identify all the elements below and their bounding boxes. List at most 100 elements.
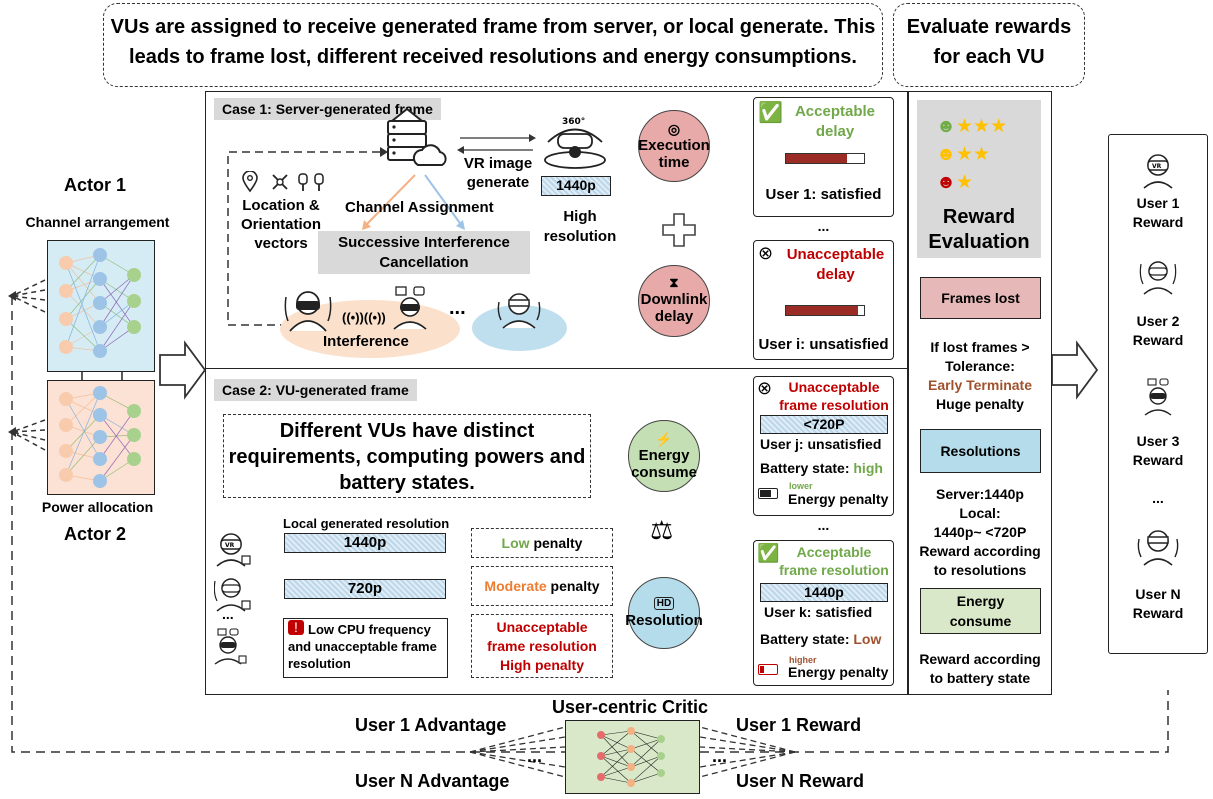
case1-loop-arrowhead	[380, 147, 388, 157]
local-label: Local:	[959, 505, 1001, 521]
low-word: Low	[501, 535, 530, 551]
left-arrowhead-1	[8, 291, 16, 301]
lightning-icon: ⚡	[655, 430, 673, 447]
star-icon-3: ★	[956, 172, 974, 193]
uj-line-2: frame resolution	[779, 397, 889, 413]
left-arrowhead-2	[8, 427, 16, 437]
resolutions-box: Resolutions	[920, 429, 1041, 473]
sad-face-icon: ☻	[936, 172, 956, 193]
case1-mid-dots: ...	[817, 218, 830, 234]
critic-network-box	[565, 720, 700, 794]
energy-line-2: consume	[631, 464, 697, 482]
star-icon-2: ★★	[956, 144, 991, 165]
rew-res-line-1: Reward according	[919, 543, 1041, 559]
resolution-label: Resolution	[625, 612, 703, 630]
case1-res-box: 1440p	[541, 176, 611, 196]
userj-battery-label: Battery state:	[760, 460, 850, 476]
vr-user-icon-2	[393, 286, 427, 330]
high-penalty-box: Unacceptable frame resolution High penal…	[471, 614, 613, 678]
feedback-loop-path	[11, 296, 565, 753]
user2-line-a: User 2	[1136, 313, 1180, 329]
rew-bat-line-1: Reward according	[919, 651, 1041, 667]
critic-dots-right: ...	[712, 746, 728, 766]
warn-line-3: resolution	[288, 656, 351, 671]
user2-line-b: Reward	[1132, 332, 1184, 348]
sic-box: Successive Interference Cancellation	[318, 231, 530, 274]
sic-line-2: Cancellation	[379, 254, 469, 271]
userN-line-a: User N	[1135, 586, 1181, 602]
check-circle-icon-2: ✅	[757, 543, 780, 563]
header-line-2: leads to frame lost, different received …	[129, 46, 857, 68]
vr-user-icon-r3	[1144, 378, 1172, 416]
vr-user-icon-5	[214, 578, 251, 612]
early-terminate: Early Terminate	[927, 377, 1032, 393]
energy-consume-circle: ⚡ Energy consume	[628, 420, 700, 492]
userk-satisfied: User k: satisfied	[764, 604, 873, 620]
down-line-2: delay	[654, 308, 694, 326]
user1-advantage: User 1 Advantage	[355, 715, 507, 735]
rew-bat-line-2: to battery state	[929, 670, 1031, 686]
different-vus-box	[223, 414, 591, 498]
vr-user-icon-6	[214, 628, 247, 665]
user3-line-a: User 3	[1136, 433, 1180, 449]
warning-icon: !	[288, 620, 304, 635]
unacceptable-delay-card	[753, 240, 894, 360]
vr-render-icon: 360°	[544, 117, 606, 169]
huge-penalty: Huge penalty	[936, 396, 1024, 412]
user1-line-b: Reward	[1132, 214, 1184, 230]
case2-vu-dots: ...	[222, 606, 234, 622]
cross-circle-icon: ⊗	[758, 243, 774, 263]
users-dots: ...	[1152, 490, 1164, 506]
high-resolution-label: High resolution	[540, 207, 620, 247]
actor2-neural-network-icon	[59, 386, 141, 488]
reward-title-line-2: Evaluation	[928, 231, 1030, 253]
user1-satisfied: User 1: satisfied	[765, 186, 882, 203]
svg-text:VR: VR	[1152, 163, 1162, 170]
down-line-1: Downlink	[640, 291, 708, 309]
header-text: VUs are assigned to receive generated fr…	[108, 12, 878, 72]
uk-line-1: Acceptable	[796, 544, 872, 560]
vr-user-icon-rn	[1137, 530, 1179, 566]
useri-unsatisfied: User i: unsatisfied	[758, 336, 889, 353]
frames-lost-box: Frames lost	[920, 277, 1041, 319]
actor1-neural-network-icon	[59, 248, 141, 358]
critic-title: User-centric Critic	[551, 697, 709, 717]
userk-card	[753, 540, 894, 686]
signal-icon-1: ((•))((•))	[342, 310, 386, 325]
case1-dashed-loop	[227, 151, 380, 326]
exec-line-2: time	[658, 154, 690, 172]
userN-line-b: Reward	[1132, 605, 1184, 621]
diff-line-1: Different VUs have distinct	[279, 420, 535, 442]
hd-icon: HD	[653, 596, 675, 611]
unacc-p-line-1: Unacceptable	[496, 618, 588, 635]
userj-battery: Battery state: high	[760, 460, 883, 476]
channel-assignment-label: Channel Assignment	[345, 199, 494, 216]
location-pin-icon	[242, 171, 324, 193]
userk-battery-label: Battery state:	[760, 631, 850, 647]
low-penalty-box: Low penalty	[471, 528, 613, 558]
cross-circle-icon-2: ⊗	[757, 378, 773, 398]
header-reward-line-1: Evaluate rewards	[906, 16, 1072, 38]
userN-reward-critic: User N Reward	[736, 771, 865, 791]
downlink-delay-circle: ⧗ Downlink delay	[638, 265, 710, 337]
header-description-box	[103, 3, 883, 87]
svg-text:VR: VR	[225, 542, 235, 549]
userj-res-bar: <720P	[760, 415, 888, 434]
unacc-delay-line-1: Unacceptable	[786, 246, 885, 263]
neutral-face-icon: ☻	[936, 144, 956, 165]
acceptable-delay-bar	[785, 153, 865, 164]
vr-generate-line-2: generate	[466, 174, 530, 191]
actor1-title: Actor 1	[63, 175, 126, 195]
check-circle-icon: ✅	[758, 102, 783, 124]
unacceptable-delay-bar-fill	[786, 306, 858, 315]
server-res: Server:1440p	[936, 486, 1024, 502]
server-icon	[387, 107, 447, 166]
channel-arrangement-label: Channel arrangement	[25, 214, 170, 230]
header-line-1: VUs are assigned to receive generated fr…	[110, 16, 876, 38]
unacc-p-line-2: frame resolution	[487, 637, 597, 654]
loc-line-3: vectors	[254, 235, 308, 252]
battery-rule: Reward according to battery state	[908, 650, 1052, 688]
sic-line-1: Successive Interference	[338, 234, 510, 251]
critic-fan-left	[469, 726, 566, 778]
userj-energy-penalty: Energy penalty	[788, 491, 889, 507]
